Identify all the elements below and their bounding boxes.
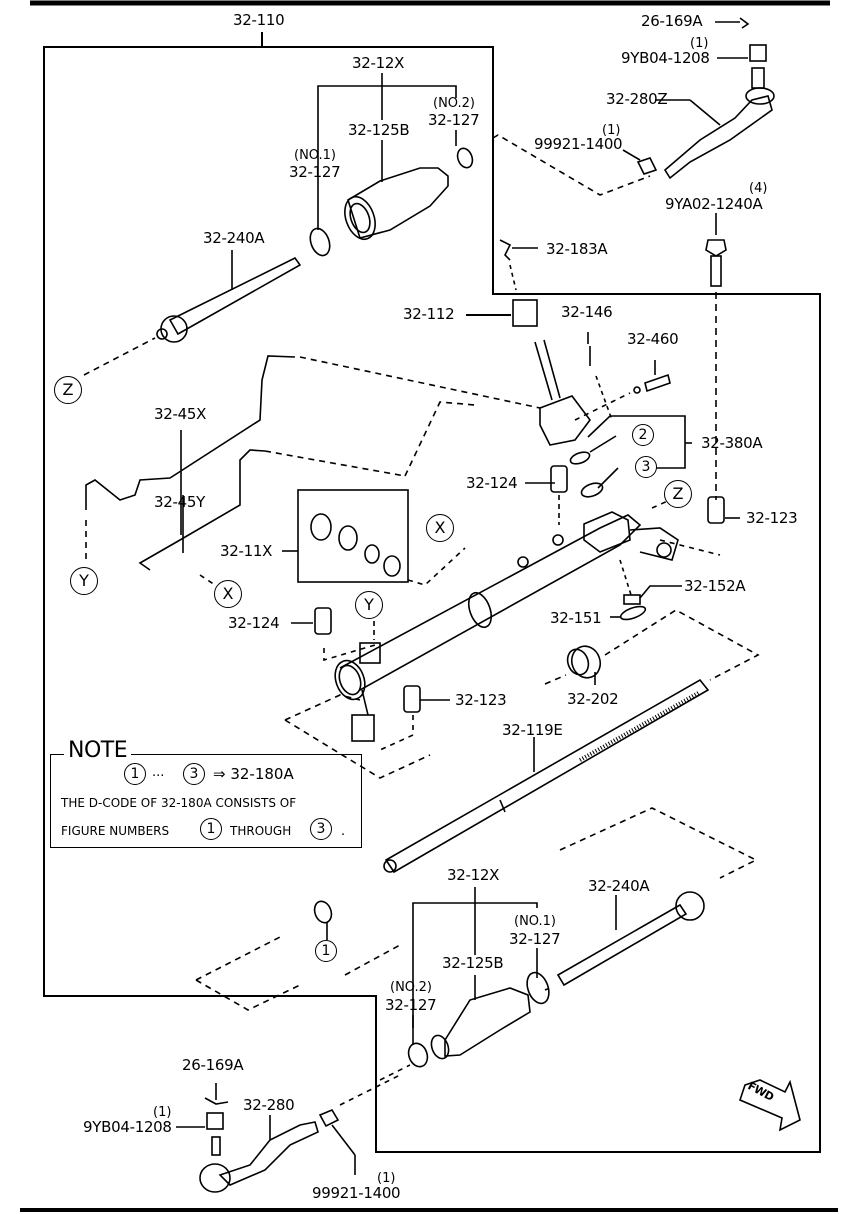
kit-parts bbox=[310, 513, 401, 577]
label-32-127-no2-top[interactable]: 32-127 bbox=[428, 111, 480, 129]
qty-9yb04-top: (1) bbox=[690, 36, 709, 51]
note-no1-bottom: (NO.1) bbox=[514, 914, 556, 929]
assembly-outline bbox=[43, 32, 821, 1153]
callout-1[interactable]: 1 bbox=[315, 940, 337, 962]
callout-z-left[interactable]: Z bbox=[54, 376, 82, 404]
tie-rod-end-bottom bbox=[176, 1074, 401, 1193]
label-32-127-no1-bottom[interactable]: 32-127 bbox=[509, 930, 561, 948]
label-32-45x[interactable]: 32-45X bbox=[154, 405, 207, 423]
label-32-202[interactable]: 32-202 bbox=[567, 690, 619, 708]
label-9yb04-1208-bottom[interactable]: 9YB04-1208 bbox=[83, 1118, 172, 1136]
gear-housing bbox=[334, 511, 679, 742]
label-9yb04-1208-top[interactable]: 9YB04-1208 bbox=[621, 49, 710, 67]
tie-rod-bottom bbox=[556, 891, 705, 987]
label-32-125b-bottom[interactable]: 32-125B bbox=[442, 954, 504, 972]
qty-99921-top: (1) bbox=[602, 123, 621, 138]
boot-bottom bbox=[407, 971, 550, 1068]
bushings bbox=[291, 465, 740, 713]
label-32-280z[interactable]: 32-280Z bbox=[606, 90, 668, 108]
label-32-240a-top[interactable]: 32-240A bbox=[203, 229, 265, 247]
callout-3[interactable]: 3 bbox=[635, 456, 657, 478]
label-32-127-no1-top[interactable]: 32-127 bbox=[289, 163, 341, 181]
note-box bbox=[50, 754, 362, 848]
label-99921-1400-top[interactable]: 99921-1400 bbox=[534, 135, 623, 153]
dash-z-top bbox=[83, 337, 156, 376]
label-26-169a-top[interactable]: 26-169A bbox=[641, 12, 703, 30]
label-32-45y[interactable]: 32-45Y bbox=[154, 493, 205, 511]
pinion-cap bbox=[466, 299, 538, 327]
kit-box-32-11x bbox=[297, 489, 409, 583]
label-32-123-lower[interactable]: 32-123 bbox=[455, 691, 507, 709]
pipe-32-45x bbox=[85, 355, 296, 510]
clip-32-183a bbox=[499, 239, 512, 261]
note-title: NOTE bbox=[64, 740, 132, 762]
label-32-110[interactable]: 32-110 bbox=[233, 11, 285, 29]
label-32-124-upper[interactable]: 32-124 bbox=[466, 474, 518, 492]
note-arrow-target: ⇒ 32-180A bbox=[213, 765, 294, 783]
label-32-12x-top[interactable]: 32-12X bbox=[352, 54, 405, 72]
qty-9ya02: (4) bbox=[749, 181, 768, 196]
callout-y-housing[interactable]: Y bbox=[355, 591, 383, 619]
label-32-183a[interactable]: 32-183A bbox=[546, 240, 608, 258]
valve-housing bbox=[534, 332, 671, 446]
fwd-arrow bbox=[739, 1079, 801, 1132]
note-through: THROUGH bbox=[230, 824, 292, 838]
tie-rod-top bbox=[156, 250, 302, 343]
label-32-380a[interactable]: 32-380A bbox=[701, 434, 763, 452]
label-32-146[interactable]: 32-146 bbox=[561, 303, 613, 321]
label-9ya02-1240a[interactable]: 9YA02-1240A bbox=[665, 195, 763, 213]
note-circle-3b: 3 bbox=[310, 818, 332, 840]
label-32-240a-bottom[interactable]: 32-240A bbox=[588, 877, 650, 895]
label-32-127-no2-bottom[interactable]: 32-127 bbox=[385, 996, 437, 1014]
label-32-123-right[interactable]: 32-123 bbox=[746, 509, 798, 527]
label-32-11x[interactable]: 32-11X bbox=[220, 542, 273, 560]
note-line-3-prefix: FIGURE NUMBERS bbox=[61, 824, 170, 838]
label-32-125b-top[interactable]: 32-125B bbox=[348, 121, 410, 139]
callout-x-housing[interactable]: X bbox=[426, 514, 454, 542]
label-32-12x-bottom[interactable]: 32-12X bbox=[447, 866, 500, 884]
rack-32-119e bbox=[383, 678, 710, 874]
dash-tre-top bbox=[492, 134, 651, 196]
qty-9yb04-bottom: (1) bbox=[153, 1105, 172, 1120]
callout-x-pipe[interactable]: X bbox=[214, 580, 242, 608]
boot-top bbox=[309, 147, 474, 257]
qty-99921-bottom: (1) bbox=[377, 1171, 396, 1186]
leader-bracket-top bbox=[317, 85, 457, 230]
note-line-2: THE D-CODE OF 32-180A CONSISTS OF bbox=[61, 796, 297, 810]
label-32-124-lower[interactable]: 32-124 bbox=[228, 614, 280, 632]
label-32-280[interactable]: 32-280 bbox=[243, 1096, 295, 1114]
note-no2-top: (NO.2) bbox=[433, 96, 475, 111]
label-99921-1400-bottom[interactable]: 99921-1400 bbox=[312, 1184, 401, 1202]
bolt-9ya02 bbox=[705, 213, 727, 500]
note-circle-1b: 1 bbox=[200, 818, 222, 840]
callout-y-left[interactable]: Y bbox=[70, 567, 98, 595]
note-circle-3: 3 bbox=[183, 763, 205, 785]
label-32-460[interactable]: 32-460 bbox=[627, 330, 679, 348]
pipe-32-45y bbox=[138, 449, 266, 571]
note-no1-top: (NO.1) bbox=[294, 148, 336, 163]
note-dots: ··· bbox=[152, 769, 165, 784]
label-32-112[interactable]: 32-112 bbox=[403, 305, 455, 323]
note-no2-bottom: (NO.2) bbox=[390, 980, 432, 995]
note-period: . bbox=[341, 824, 346, 839]
label-32-152a[interactable]: 32-152A bbox=[684, 577, 746, 595]
callout-z-right[interactable]: Z bbox=[664, 480, 692, 508]
note-circle-1: 1 bbox=[124, 763, 146, 785]
label-26-169a-bottom[interactable]: 26-169A bbox=[182, 1056, 244, 1074]
label-32-119e[interactable]: 32-119E bbox=[502, 721, 563, 739]
callout-2[interactable]: 2 bbox=[632, 424, 654, 446]
tie-rod-end-top bbox=[622, 17, 775, 180]
leader-380a bbox=[587, 415, 686, 469]
label-32-151[interactable]: 32-151 bbox=[550, 609, 602, 627]
